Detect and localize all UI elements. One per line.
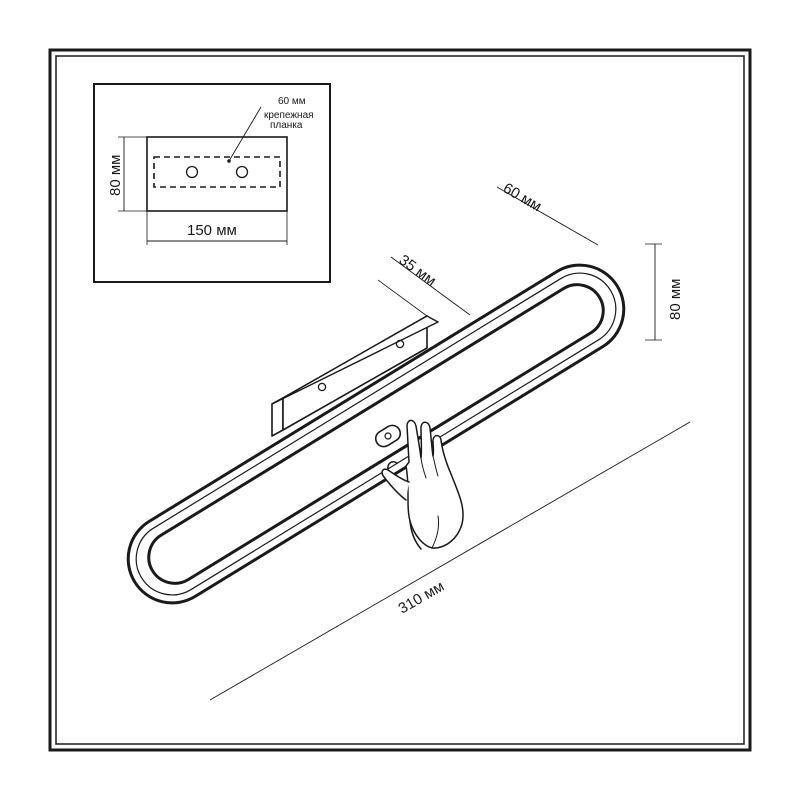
bracket-depth-line: [390, 256, 471, 316]
bracket-screw-1: [317, 382, 327, 392]
lamp-outer-edge: [126, 263, 626, 605]
wrist-line-1: [409, 520, 422, 550]
bracket-depth-label: 35 мм: [396, 251, 440, 289]
lamp-view: 35 мм 60 мм 80 мм 310 мм: [126, 180, 691, 701]
inset-width-label: 150 мм: [187, 222, 237, 239]
lamp-rim: [135, 272, 617, 596]
callout-leader: [228, 106, 262, 162]
plate-outline: [146, 136, 288, 212]
depth-label: 60 мм: [500, 180, 544, 215]
mounting-hole-right: [235, 165, 249, 179]
inset-frame: [93, 83, 331, 283]
dim-depth: 60 мм: [496, 180, 599, 246]
dim-bracket-depth: 35 мм: [377, 251, 471, 317]
dim-height: 80 мм: [645, 243, 684, 341]
bracket-depth-ext: [377, 279, 428, 317]
mounting-hole-left: [185, 165, 199, 179]
depth-line: [496, 186, 599, 246]
hand-icon: [381, 419, 464, 550]
mounting-strip: [153, 156, 281, 188]
callout-label-line1: крепежная: [264, 110, 314, 121]
touch-sensor: [374, 424, 402, 448]
callout-size: 60 мм: [278, 96, 306, 107]
finger-crease-2: [432, 455, 439, 477]
wall-bracket: [271, 315, 439, 437]
thumb-tip: [387, 461, 398, 471]
hand-palm: [405, 419, 464, 549]
hand-thumb: [381, 468, 410, 501]
sensor-dot: [384, 432, 392, 440]
wrist-line-2: [431, 515, 439, 549]
length-line: [209, 421, 691, 701]
inset-height-label: 80 мм: [107, 155, 124, 196]
length-label: 310 мм: [396, 578, 448, 618]
lamp-diffuser: [147, 283, 605, 585]
lamp-body: [126, 263, 626, 605]
finger-crease-1: [420, 457, 427, 479]
bracket-screw-2: [395, 339, 405, 349]
callout-label-line2: планка: [270, 120, 303, 131]
height-label: 80 мм: [667, 279, 684, 320]
inner-frame: [55, 55, 745, 745]
inset-view: 60 мм крепежная планка 80 мм 150 мм: [93, 83, 331, 283]
sensor-pill: [374, 424, 402, 448]
outer-frame: [48, 48, 752, 752]
